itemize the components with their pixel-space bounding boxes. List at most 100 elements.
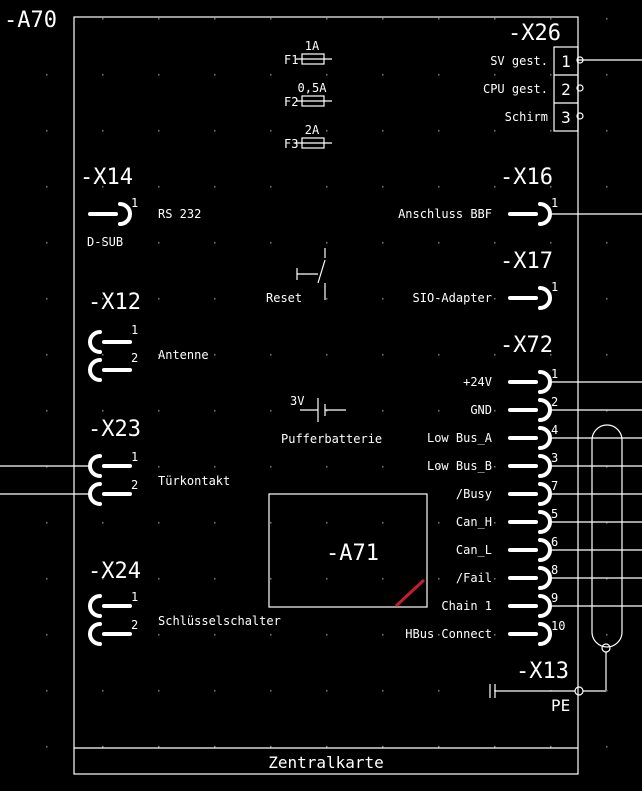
terminal-block — [553, 46, 579, 132]
socket-arc — [538, 398, 552, 422]
grid-dot — [102, 746, 104, 748]
grid-dot — [214, 18, 216, 20]
grid-dot — [382, 74, 384, 76]
grid-dot — [46, 18, 48, 20]
grid-dot — [158, 18, 160, 20]
grid-dot — [494, 466, 496, 468]
terminal-point — [576, 84, 584, 92]
grid-dot — [270, 410, 272, 412]
fuse-f1: 1A F1 — [284, 39, 332, 67]
grid-dot — [214, 746, 216, 748]
grid-dot — [494, 746, 496, 748]
grid-dot — [270, 466, 272, 468]
grid-dot — [102, 130, 104, 132]
grid-dot — [46, 466, 48, 468]
grid-dot — [46, 354, 48, 356]
grid-dot — [494, 354, 496, 356]
grid-dot — [382, 242, 384, 244]
grid-dot — [158, 410, 160, 412]
terminal-point — [576, 112, 584, 120]
frame-border — [73, 16, 579, 775]
connector-x12: -X12 1 2 Antenne — [88, 290, 209, 382]
grid-dot — [270, 18, 272, 20]
grid-dot — [438, 410, 440, 412]
socket-arc — [88, 622, 102, 646]
grid-dot — [158, 354, 160, 356]
shield-terminal — [601, 643, 611, 653]
connector-label: Anschluss BBF — [398, 207, 492, 221]
socket-arc — [538, 482, 552, 506]
connector-id: -X13 — [516, 659, 569, 684]
fuse-f3: 2A F3 — [284, 123, 332, 151]
reset-switch: Reset — [266, 248, 326, 305]
grid-dot — [46, 690, 48, 692]
socket-arc — [538, 594, 552, 618]
module-marker — [394, 578, 426, 608]
pin-label: CPU gest. — [483, 82, 548, 96]
connector-id: -X24 — [88, 559, 141, 584]
pin-number: 8 — [551, 563, 558, 577]
grid-dot — [102, 354, 104, 356]
grid-dot — [606, 578, 608, 580]
shield-outline — [591, 424, 623, 648]
grid-dot — [158, 466, 160, 468]
grid-dot — [46, 298, 48, 300]
grid-dot — [606, 74, 608, 76]
grid-dot — [326, 634, 328, 636]
grid-dot — [214, 298, 216, 300]
pin-label: Low Bus_A — [427, 431, 493, 445]
grid-dot — [158, 634, 160, 636]
pin-label: /Busy — [456, 487, 492, 501]
socket-arc — [538, 538, 552, 562]
module-box — [268, 493, 428, 608]
grid-dot — [270, 242, 272, 244]
fuse-rating: 1A — [305, 39, 320, 53]
connector-label: Türkontakt — [158, 474, 230, 488]
grid-dot — [382, 130, 384, 132]
grid-dot — [46, 130, 48, 132]
connector-id: -X12 — [88, 290, 141, 315]
grid-dot — [494, 522, 496, 524]
x72-pin-row: Can_L6 — [456, 535, 642, 562]
grid-dot — [382, 746, 384, 748]
grid-dot — [606, 466, 608, 468]
pin-label: Schirm — [505, 110, 548, 124]
grid-dot — [102, 690, 104, 692]
connector-x14: -X14 1 RS 232 D-SUB — [80, 165, 201, 249]
grid-dot — [102, 74, 104, 76]
grid-dot — [382, 410, 384, 412]
grid-dot — [382, 522, 384, 524]
grid-dot — [550, 130, 552, 132]
grid-dot — [158, 298, 160, 300]
grid-dot — [270, 634, 272, 636]
grid-dot — [158, 522, 160, 524]
grid-dot — [606, 690, 608, 692]
pin-label: +24V — [463, 375, 492, 389]
grid-dot — [326, 746, 328, 748]
grid-dot — [102, 298, 104, 300]
grid-dot — [326, 690, 328, 692]
connector-id: -X16 — [500, 165, 553, 190]
connector-x23: -X23 1 2 Türkontakt — [0, 417, 230, 506]
pin-number: 10 — [551, 619, 565, 633]
connector-label: Schlüsselschalter — [158, 614, 281, 628]
grid-dot — [214, 522, 216, 524]
grid-dot — [46, 578, 48, 580]
pe-terminal — [574, 686, 584, 696]
pin-number: 1 — [561, 52, 571, 71]
connector-id: -X72 — [500, 333, 553, 358]
connector-id: -X23 — [88, 417, 141, 442]
grid-dot — [214, 690, 216, 692]
grid-dot — [214, 130, 216, 132]
frame-id: -A70 — [4, 8, 57, 33]
pin-label: /Fail — [456, 571, 492, 585]
pin-label: Can_L — [456, 543, 492, 557]
connector-sublabel: D-SUB — [87, 235, 123, 249]
grid-dot — [158, 690, 160, 692]
grid-dot — [494, 130, 496, 132]
grid-dot — [550, 242, 552, 244]
grid-dot — [270, 186, 272, 188]
